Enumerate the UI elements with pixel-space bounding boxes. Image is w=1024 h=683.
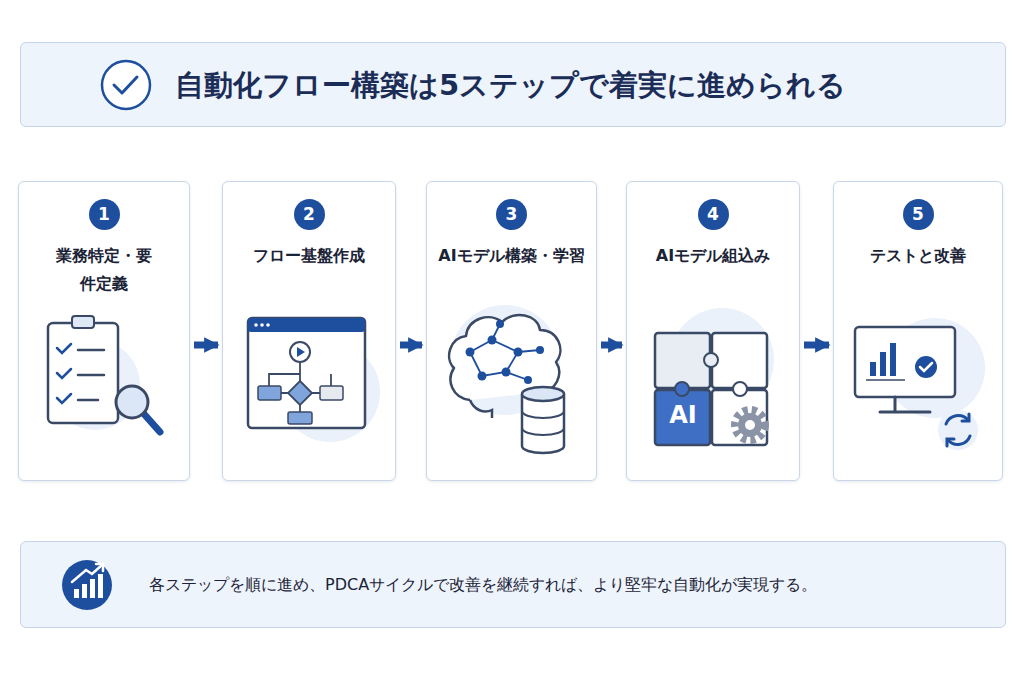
- flow-arrow: [400, 342, 422, 349]
- step-card: 5 テストと改善: [833, 181, 1003, 481]
- step-card: 2 フロー基盤作成: [222, 181, 396, 481]
- growth-icon-part: [72, 565, 102, 582]
- flow-arrow: [194, 342, 218, 349]
- step-number: 1: [89, 199, 120, 230]
- growth-icon: [62, 560, 112, 610]
- growth-icon-part: [62, 560, 112, 610]
- step-title: AIモデル構築・学習: [429, 242, 594, 270]
- check-icon-part: [114, 77, 137, 93]
- growth-icon-part: [82, 584, 87, 598]
- icon-label: AI: [658, 400, 708, 430]
- step-number: 3: [496, 199, 527, 230]
- title-text: 自動化フロー構築は5ステップで着実に進められる: [175, 64, 985, 106]
- growth-icon-part: [90, 579, 95, 598]
- step-card: 1 業務特定・要件定義: [18, 181, 190, 481]
- step-number: 2: [294, 199, 325, 230]
- flow-arrow: [601, 342, 622, 349]
- step-title: フロー基盤作成: [227, 242, 391, 270]
- step-title: テストと改善: [838, 242, 998, 270]
- flow-arrow: [804, 342, 829, 349]
- check-icon-part: [102, 61, 150, 109]
- caption-text: 各ステップを順に進め、PDCAサイクルで改善を継続すれば、より堅牢な自動化が実現…: [149, 573, 989, 597]
- step-card: 4AIモデル組込み: [626, 181, 800, 481]
- growth-icon-part: [74, 589, 79, 598]
- step-title: AIモデル組込み: [631, 242, 795, 270]
- check-icon: [102, 61, 150, 109]
- step-number: 4: [698, 199, 729, 230]
- growth-icon-part: [98, 574, 103, 598]
- step-card: 3AIモデル構築・学習: [426, 181, 597, 481]
- step-title: 業務特定・要件定義: [54, 242, 154, 298]
- growth-icon-part: [96, 564, 103, 571]
- step-number: 5: [903, 199, 934, 230]
